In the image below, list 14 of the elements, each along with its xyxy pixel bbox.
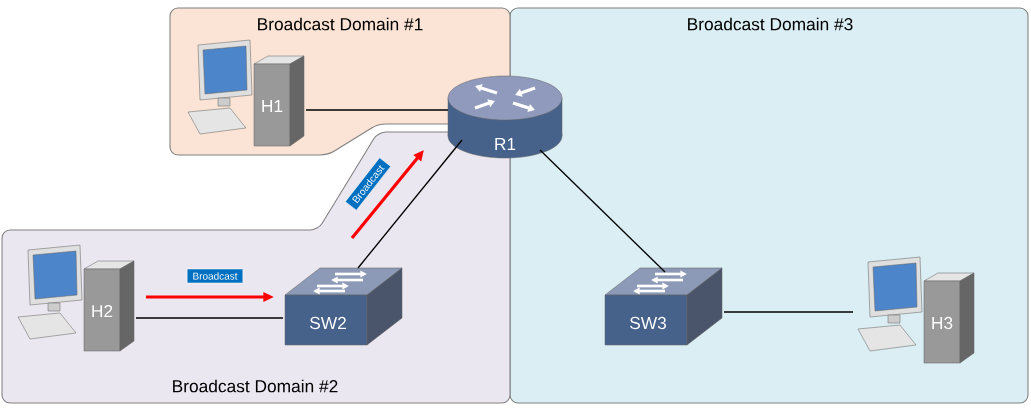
link-line bbox=[539, 149, 666, 273]
device-label: SW2 bbox=[310, 316, 346, 330]
region-heading: Broadcast Domain #2 bbox=[173, 379, 338, 393]
link-line bbox=[135, 317, 284, 319]
link-line bbox=[357, 139, 463, 269]
device-label: H2 bbox=[92, 304, 113, 318]
link-line bbox=[723, 311, 854, 313]
device-label: H3 bbox=[932, 316, 953, 330]
region-heading: Broadcast Domain #1 bbox=[258, 17, 423, 31]
device-label: SW3 bbox=[630, 316, 667, 330]
edge-label: Broadcast bbox=[186, 268, 244, 284]
region-heading: Broadcast Domain #3 bbox=[688, 17, 853, 31]
link-line bbox=[305, 109, 449, 111]
device-label: H1 bbox=[262, 100, 283, 112]
